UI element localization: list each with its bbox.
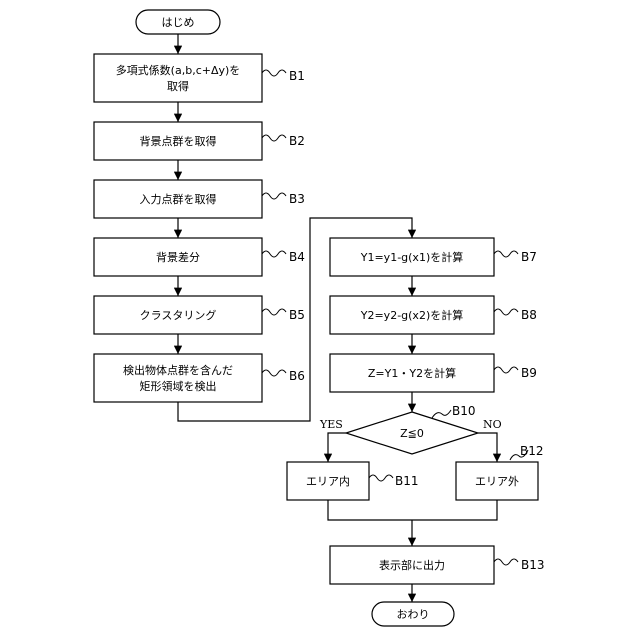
ref-b12: B12 [520,444,544,458]
step-b6-label-line1: 検出物体点群を含んだ [123,363,233,377]
step-b3-label: 入力点群を取得 [140,192,217,206]
ref-b10: B10 [452,404,476,418]
step-b1-label-line1: 多項式係数(a,b,c+Δy)を [116,63,241,77]
branch-yes-label: YES [319,418,343,431]
step-b13: 表示部に出力 [330,546,494,584]
step-b12: エリア外 [456,462,538,500]
ref-b2: B2 [289,134,305,148]
step-b2-label: 背景点群を取得 [140,134,217,148]
branch-no-label: NO [483,418,502,431]
decision-b10-label: Z≦0 [400,427,424,440]
step-b4-label: 背景差分 [156,250,200,264]
ref-b5: B5 [289,308,305,322]
step-b6: 検出物体点群を含んだ 矩形領域を検出 [94,354,262,402]
step-b11-label: エリア内 [306,474,350,488]
step-b5: クラスタリング [94,296,262,334]
start-terminal: はじめ [136,10,220,34]
step-b8: Y2=y2-g(x2)を計算 [330,296,494,334]
step-b9-label: Z=Y1・Y2を計算 [368,366,456,380]
step-b9: Z=Y1・Y2を計算 [330,354,494,392]
ref-b11: B11 [395,474,419,488]
ref-b7: B7 [521,250,537,264]
step-b12-label: エリア外 [475,475,519,488]
step-b1: 多項式係数(a,b,c+Δy)を 取得 [94,54,262,102]
step-b2: 背景点群を取得 [94,122,262,160]
start-label: はじめ [162,16,195,29]
step-b13-label: 表示部に出力 [379,558,445,572]
end-label: おわり [397,608,430,621]
end-terminal: おわり [372,602,454,626]
step-b7: Y1=y1-g(x1)を計算 [330,238,494,276]
step-b5-label: クラスタリング [140,308,217,322]
ref-b4: B4 [289,250,305,264]
ref-b6: B6 [289,369,305,383]
ref-b13: B13 [521,558,545,572]
step-b11: エリア内 [287,462,369,500]
ref-b1: B1 [289,69,305,83]
step-b6-label-line2: 矩形領域を検出 [140,379,217,393]
ref-b9: B9 [521,366,537,380]
step-b3: 入力点群を取得 [94,180,262,218]
ref-b8: B8 [521,308,537,322]
step-b7-label: Y1=y1-g(x1)を計算 [360,250,464,264]
step-b4: 背景差分 [94,238,262,276]
ref-b3: B3 [289,192,305,206]
step-b8-label: Y2=y2-g(x2)を計算 [360,308,464,322]
decision-b10: Z≦0 [346,412,478,454]
step-b1-label-line2: 取得 [167,80,189,93]
